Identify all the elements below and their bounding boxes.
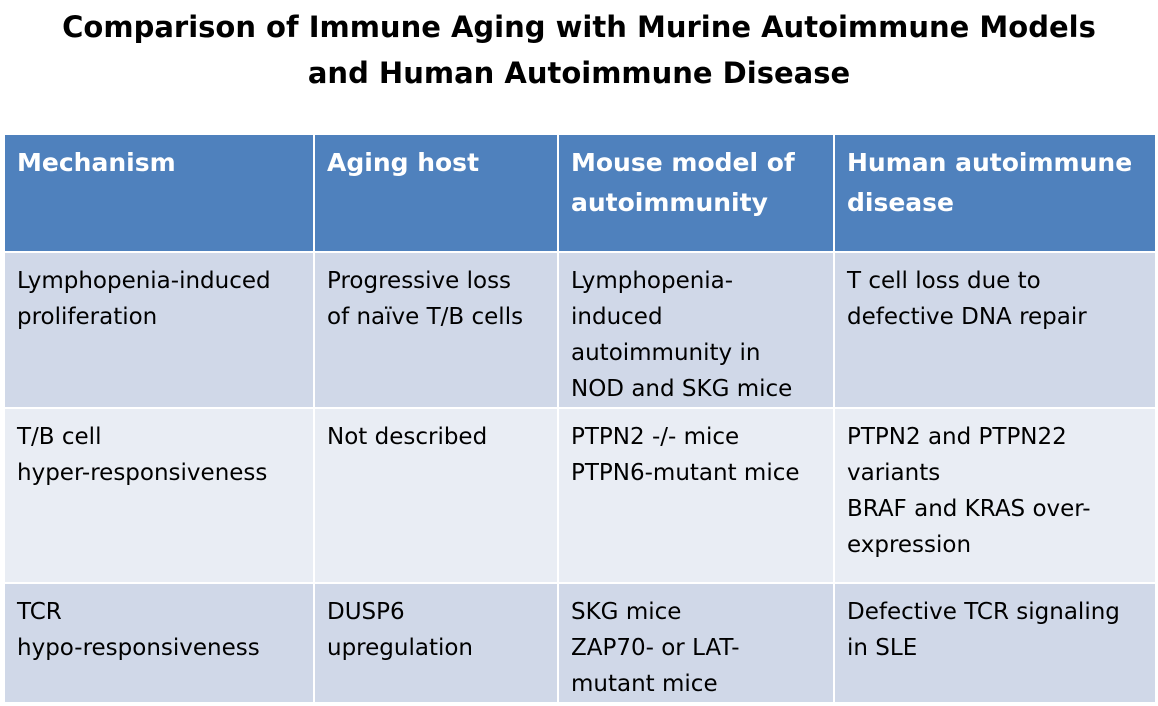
header-row: Mechanism Aging host Mouse model of auto… <box>3 133 1157 253</box>
header-aging-host: Aging host <box>313 133 559 253</box>
table-cell: Not described <box>313 407 559 584</box>
comparison-table: Mechanism Aging host Mouse model of auto… <box>3 133 1157 704</box>
table-cell: TCR hypo-responsiveness <box>3 582 315 704</box>
table-cell: T/B cell hyper-responsiveness <box>3 407 315 584</box>
title-line-1: Comparison of Immune Aging with Murine A… <box>62 10 1096 44</box>
table-cell: SKG mice ZAP70- or LAT- mutant mice <box>557 582 835 704</box>
table-cell: PTPN2 -/- mice PTPN6-mutant mice <box>557 407 835 584</box>
table-cell: Lymphopenia-induced proliferation <box>3 251 315 409</box>
table-row: Lymphopenia-induced proliferation Progre… <box>3 251 1157 409</box>
table-cell: PTPN2 and PTPN22 variants BRAF and KRAS … <box>833 407 1157 584</box>
table-row: T/B cell hyper-responsiveness Not descri… <box>3 407 1157 584</box>
table-row: TCR hypo-responsiveness DUSP6 upregulati… <box>3 582 1157 704</box>
slide-title: Comparison of Immune Aging with Murine A… <box>0 4 1158 96</box>
header-mechanism: Mechanism <box>3 133 315 253</box>
table-cell: Progressive loss of naïve T/B cells <box>313 251 559 409</box>
title-line-2: and Human Autoimmune Disease <box>307 56 851 90</box>
table-cell: T cell loss due to defective DNA repair <box>833 251 1157 409</box>
table-cell: Lymphopenia- induced autoimmunity in NOD… <box>557 251 835 409</box>
table-cell: Defective TCR signaling in SLE <box>833 582 1157 704</box>
header-mouse-model: Mouse model of autoimmunity <box>557 133 835 253</box>
header-human-disease: Human autoimmune disease <box>833 133 1157 253</box>
table-cell: DUSP6 upregulation <box>313 582 559 704</box>
